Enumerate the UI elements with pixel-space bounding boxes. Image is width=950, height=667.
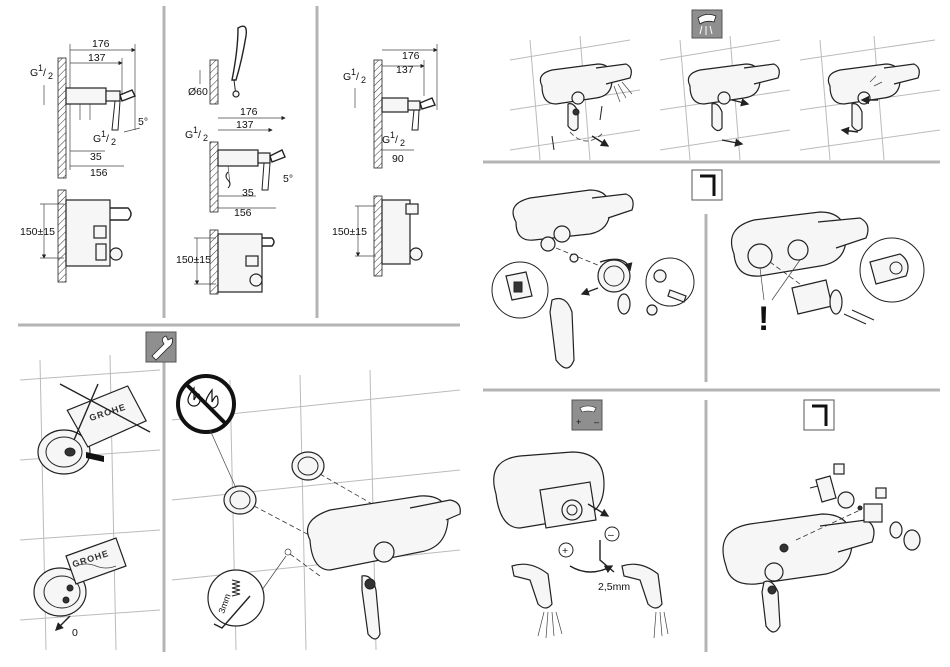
dim-diameter: Ø60	[188, 86, 208, 98]
warning-mark: !	[758, 300, 769, 338]
zero-mark: 0	[72, 627, 78, 639]
dimension-panel-3: 176 137 G 1 / 2 G 1 / 2 90 150±15	[332, 44, 437, 276]
shower-step-b	[660, 36, 790, 160]
install-exploded-panel: 3mm	[172, 370, 460, 650]
svg-text:156: 156	[234, 207, 252, 219]
svg-text:137: 137	[236, 119, 254, 131]
svg-text:2: 2	[48, 71, 53, 81]
allen-key-icon-2	[804, 400, 834, 430]
shower-steps-panel	[510, 10, 940, 160]
zoom-callout-right	[646, 258, 694, 306]
temperature-adjust-icon: + –	[572, 400, 602, 430]
no-drops-icon	[178, 376, 234, 432]
spring-callout: 3mm	[208, 556, 286, 628]
wrench-icon	[146, 332, 176, 362]
angle-5: 5°	[138, 116, 148, 128]
allen-key-icon	[692, 170, 722, 200]
dimension-panel-1: 176 137 G 1 / 2 5° G 1 / 2 35 156 150±15	[20, 38, 148, 282]
svg-text:5°: 5°	[283, 173, 293, 185]
svg-text:G: G	[185, 129, 193, 141]
cartridge-top: GROHE	[38, 384, 150, 474]
svg-text:/: /	[198, 129, 201, 141]
dim-156: 156	[90, 167, 108, 179]
cartridge-panel: GROHE GROHE 0	[20, 332, 176, 650]
handle-exploded-panel	[723, 400, 920, 632]
dim-176: 176	[92, 38, 110, 50]
svg-text:150±15: 150±15	[176, 254, 211, 266]
svg-text:137: 137	[396, 64, 414, 76]
dimension-panel-2: Ø60 176 137 G 1 / 2 5° 35 156 150±15	[176, 26, 293, 294]
shower-step-c	[800, 36, 940, 160]
mixer-body	[308, 496, 461, 639]
minus-sign: –	[608, 529, 614, 541]
zoom-callout-left	[492, 262, 548, 318]
temperature-adjust-panel: + – + – 2,5mm	[494, 400, 668, 638]
cold-cartridge	[224, 486, 256, 514]
shower-spray-icon	[692, 10, 722, 38]
svg-text:2: 2	[400, 138, 405, 148]
svg-text:2: 2	[203, 133, 208, 143]
svg-text:2: 2	[111, 137, 116, 147]
shower-step-a	[510, 36, 640, 160]
dim-137: 137	[88, 52, 106, 64]
dim-90: 90	[392, 153, 404, 165]
thread-label: G	[30, 67, 38, 79]
svg-text:176: 176	[402, 50, 420, 62]
dim-height: 150±15	[20, 226, 55, 238]
svg-text:/: /	[43, 67, 46, 79]
svg-text:150±15: 150±15	[332, 226, 367, 238]
plus-sign: +	[562, 545, 568, 557]
cartridge-removal-panel: !	[492, 170, 924, 368]
svg-text:+: +	[576, 417, 581, 427]
svg-text:176: 176	[240, 106, 258, 118]
svg-text:/: /	[395, 134, 398, 146]
svg-text:2: 2	[361, 75, 366, 85]
cartridge-bottom: GROHE 0	[34, 538, 126, 639]
dim-35: 35	[90, 151, 102, 163]
svg-text:G: G	[343, 71, 351, 83]
svg-text:35: 35	[242, 187, 254, 199]
svg-text:/: /	[106, 133, 109, 145]
svg-text:–: –	[594, 417, 599, 427]
zoom-callout-cartridge	[860, 238, 924, 302]
svg-text:G: G	[382, 134, 390, 146]
svg-text:/: /	[356, 71, 359, 83]
hot-cartridge	[292, 452, 324, 480]
svg-text:G: G	[93, 133, 101, 145]
allen-key-size: 2,5mm	[598, 581, 630, 593]
